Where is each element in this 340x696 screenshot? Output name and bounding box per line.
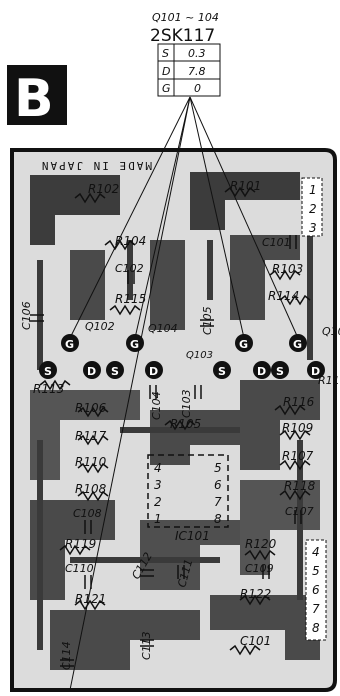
conn-bot-6: 6 [312,583,320,597]
ic-pin-2: 2 [154,495,162,509]
label-c110: C110 [65,562,94,575]
q104-gate: G [130,338,139,351]
pin-voltage-table: S 0.3 D 7.8 G 0 [157,43,221,97]
conn-bot-7: 7 [312,602,320,616]
label-c103: C103 [180,389,193,418]
ic-pin-1: 1 [154,512,162,526]
label-r112: R113 [33,382,64,396]
label-c105: C105 [201,306,214,335]
q10-gate: G [293,338,302,351]
label-c106: C106 [20,301,33,330]
transistor-pins: G S D G S D G S D G S D [39,334,325,379]
q10-drain: D [311,365,320,378]
label-c109: C109 [245,562,274,575]
label-r118: R119 [65,537,96,551]
q103-gate: G [239,338,248,351]
component-labels: R102 R101 C101 R104 C102 R103 R114 R115 … [20,179,340,670]
label-c113: C113 [140,631,153,660]
q102-drain: D [87,365,96,378]
ic101-footprint: 4 3 2 1 5 6 7 8 [147,454,229,528]
part-number: 2SK117 [150,26,215,46]
label-q10: Q10 [322,325,340,338]
label-r122: C101 [240,634,271,648]
leader-lines [69,96,299,691]
q102-source: S [44,365,52,378]
q102-gate: G [65,338,74,351]
label-r109: R109 [282,421,313,435]
label-r104: R104 [115,234,146,248]
ic-pin-3: 3 [154,478,162,492]
label-r11-partial: R11 [318,374,340,387]
label-r117: R118 [284,479,316,493]
conn-top-3: 3 [309,221,317,235]
conn-bot-4: 4 [312,545,320,559]
section-badge: B [7,65,67,129]
q10-group: G S D [271,334,325,379]
pin-s-label: S [162,47,169,60]
conn-top-1: 1 [309,183,317,197]
section-letter: B [14,69,54,129]
label-r119: R120 [245,537,277,551]
board-marking: MADE IN JAPAN [40,159,152,172]
label-r102: R102 [88,182,119,196]
ic-pin-4: 4 [154,461,162,475]
component-glyphs [30,186,311,667]
conn-bot-5: 5 [312,564,320,578]
pin-g-voltage: 0 [194,82,201,95]
connector-top: 1 2 3 [301,177,323,237]
q104-group: G S D [106,334,163,379]
q103-drain: D [257,365,266,378]
ic-pin-6: 6 [214,478,222,492]
label-r101: R101 [230,179,261,193]
label-q104: Q104 [148,322,178,335]
ic-pin-7: 7 [214,495,222,509]
label-c101: C101 [262,236,291,249]
q102-group: G S D [39,334,101,379]
label-r107: R107 [282,449,314,463]
label-r103: R103 [272,262,303,276]
label-c102: C102 [115,262,144,275]
pin-g-label: G [162,82,171,95]
conn-top-2: 2 [309,202,317,216]
transistor-spec-header: Q101 ~ 104 2SK117 S 0.3 D 7.8 G 0 [150,11,221,97]
label-q102: Q102 [85,320,115,333]
q104-source: S [111,365,119,378]
label-q103: Q103 [186,350,213,361]
q103-group: G S D [213,334,271,379]
label-c114: C114 [60,641,73,670]
label-c108: C108 [73,507,102,520]
label-r108: R108 [75,482,107,496]
transistor-range: Q101 ~ 104 [152,11,219,24]
label-r106: R106 [75,401,107,415]
label-r115: R116 [283,395,315,409]
pcb-board [10,148,337,692]
conn-bot-8: 8 [312,621,320,635]
label-ic101: IC101 [175,529,210,543]
label-r116: R117 [75,429,107,443]
q103-source: S [218,365,226,378]
label-r105: R105 [170,417,201,431]
label-r121: R122 [240,587,271,601]
q10-source: S [276,365,284,378]
label-r113: R114 [268,289,299,303]
ic-pin-5: 5 [214,461,222,475]
label-r120: R121 [75,592,106,606]
label-c104: C104 [150,391,163,420]
label-c107: C107 [285,505,314,518]
label-r114: R115 [115,292,146,306]
label-r110: R110 [75,455,107,469]
ic-pin-8: 8 [214,512,222,526]
pin-d-voltage: 7.8 [188,65,206,78]
connector-bottom: 4 5 6 7 8 [305,539,327,641]
q104-drain: D [149,365,158,378]
pin-s-voltage: 0.3 [188,47,206,60]
pin-d-label: D [162,65,170,78]
